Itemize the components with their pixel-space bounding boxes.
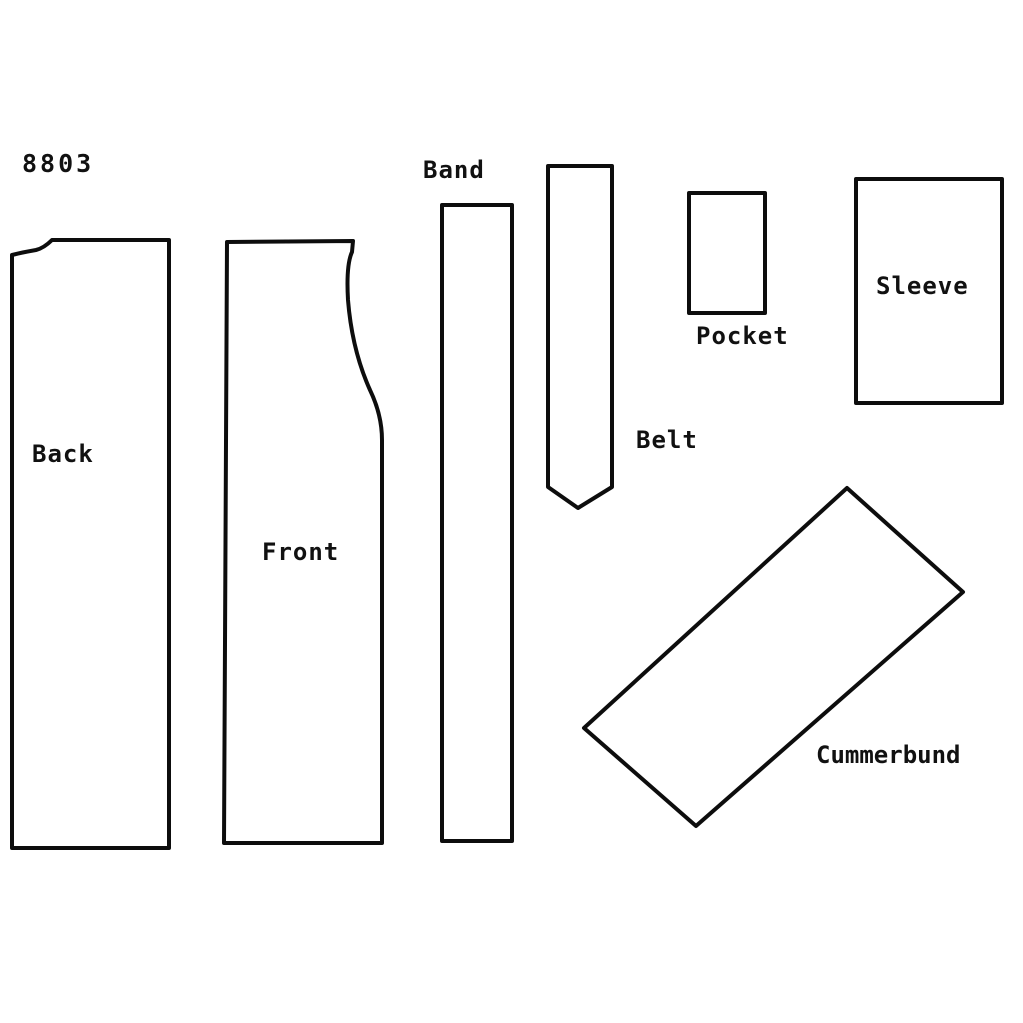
cummerbund-piece-outline — [582, 486, 965, 828]
belt-label: Belt — [636, 426, 698, 454]
front-piece-outline — [222, 239, 384, 845]
sleeve-piece-outline — [854, 177, 1004, 405]
band-piece-outline — [440, 203, 514, 843]
pattern-number: 8803 — [22, 149, 95, 178]
belt-piece-outline — [546, 164, 614, 510]
front-label: Front — [262, 538, 340, 566]
pocket-label: Pocket — [696, 322, 789, 350]
back-label: Back — [32, 440, 94, 468]
pocket-piece-outline — [687, 191, 767, 315]
back-piece-outline — [10, 238, 171, 850]
band-label: Band — [423, 156, 485, 184]
sleeve-label: Sleeve — [876, 272, 969, 300]
cummerbund-label: Cummerbund — [816, 741, 961, 769]
